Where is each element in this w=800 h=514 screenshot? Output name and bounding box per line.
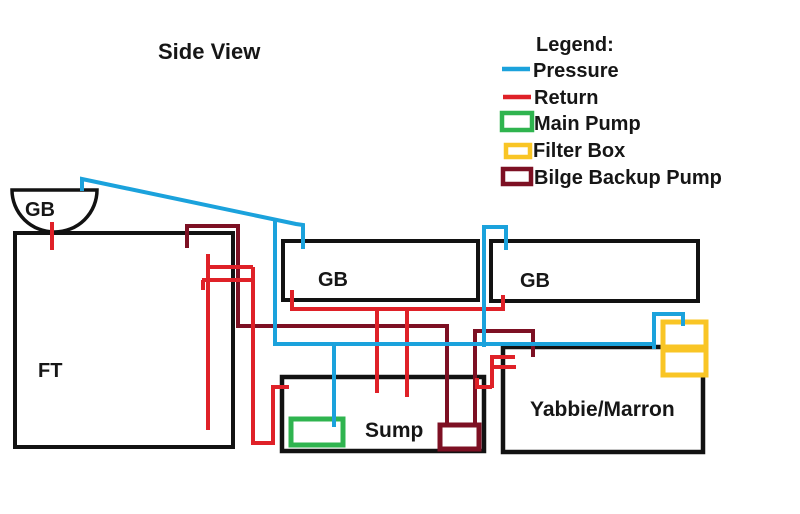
tank-ft xyxy=(13,231,235,449)
tank-gb-right-label: GB xyxy=(520,270,550,292)
tanks xyxy=(10,188,706,455)
pressure-gb-bowl-to-gb-middle xyxy=(80,176,305,249)
tank-gb-right xyxy=(489,239,700,303)
tank-sump-label: Sump xyxy=(365,419,423,442)
legend-pressure-label: Pressure xyxy=(533,60,619,82)
legend-bilge-pump-swatch xyxy=(500,166,534,187)
legend-bilge-pump-label: Bilge Backup Pump xyxy=(534,167,722,189)
legend-main-pump-label: Main Pump xyxy=(534,113,641,135)
legend-main-pump-swatch xyxy=(499,110,535,133)
tank-ft-label: FT xyxy=(38,360,62,382)
return-gb-manifold xyxy=(290,290,505,311)
pressure-to-filter-box xyxy=(652,312,685,349)
tank-yabbie-marron xyxy=(500,344,706,455)
return-ft-to-sump-drop xyxy=(251,267,275,445)
legend: Legend: Pressure Return Main Pump Filter… xyxy=(499,34,722,189)
pressure-pipes xyxy=(80,176,685,427)
return-pipes xyxy=(50,222,516,445)
bilge-backup-pump-box xyxy=(437,422,482,452)
page-title: Side View xyxy=(158,39,261,64)
legend-filter-box-swatch xyxy=(503,142,533,160)
legend-filter-box-label: Filter Box xyxy=(533,140,625,162)
legend-return-label: Return xyxy=(534,87,598,109)
pressure-gb-right-inlet xyxy=(484,225,508,250)
tank-gb-middle xyxy=(281,239,480,302)
tank-yabbie-marron-label: Yabbie/Marron xyxy=(530,398,675,421)
filter-box xyxy=(660,319,709,378)
filter-box-bottom-cell xyxy=(660,347,709,378)
tank-gb-middle-label: GB xyxy=(318,269,348,291)
tank-sump xyxy=(279,374,487,454)
legend-title: Legend: xyxy=(536,34,614,56)
bilge-pump-pipes xyxy=(185,224,535,426)
tank-gb-bowl-label: GB xyxy=(25,199,55,221)
pressure-main-horizontal xyxy=(273,220,654,346)
